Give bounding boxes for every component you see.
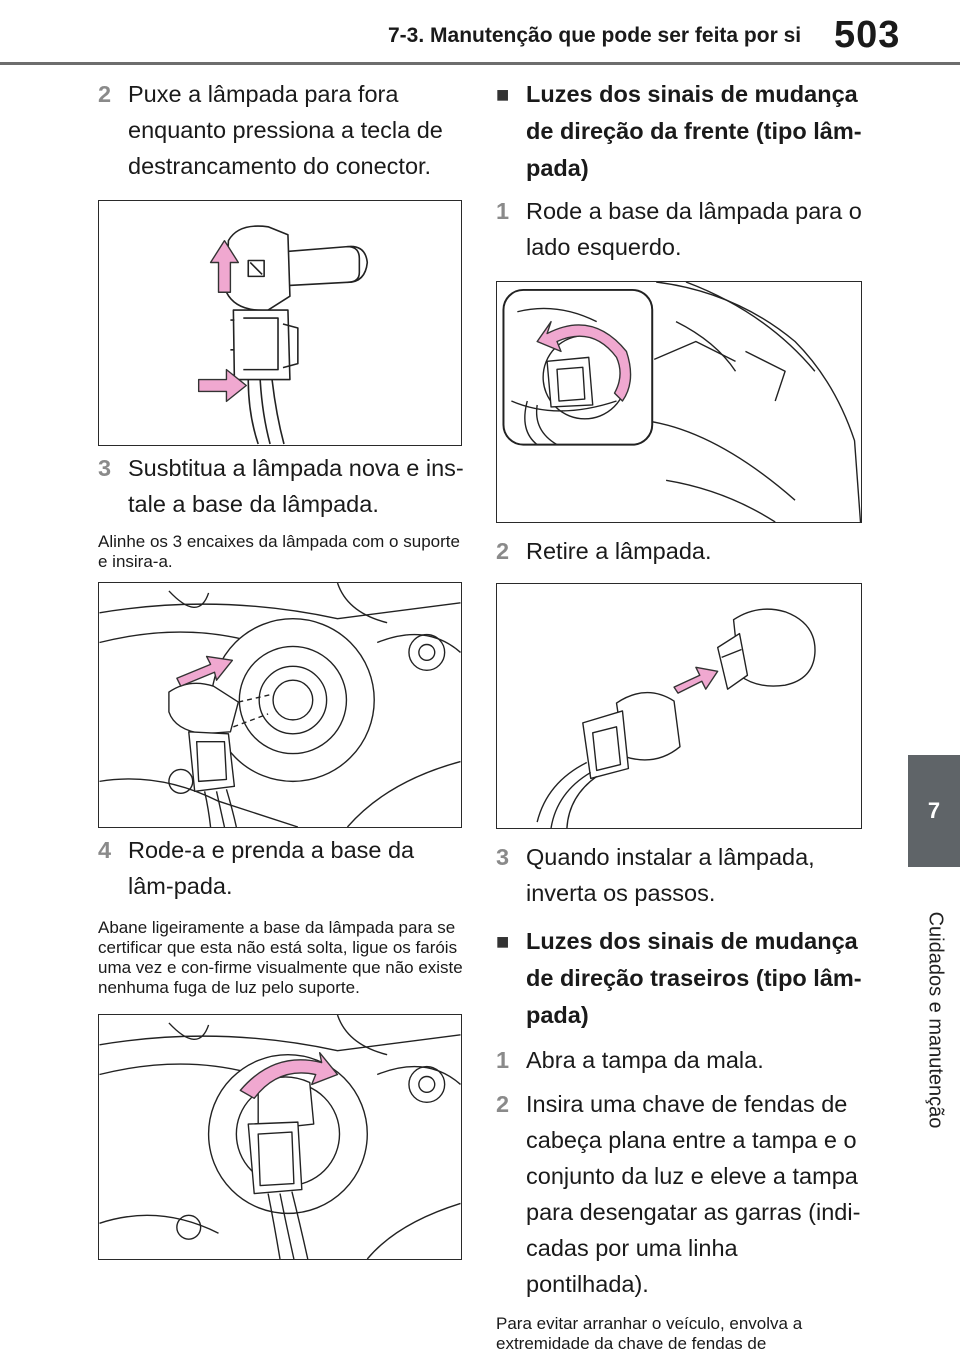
- section-bullet: ■: [496, 929, 510, 954]
- step-1-open-trunk: 1 Abra a tampa da mala.: [496, 1042, 866, 1078]
- step-text: Puxe a lâmpada para fora enquanto pressi…: [128, 81, 443, 179]
- section-bullet: ■: [496, 82, 510, 107]
- step-2-pull-bulb: 2 Puxe a lâmpada para fora enquanto pres…: [98, 76, 466, 184]
- step-2-insert-screwdriver: 2 Insira uma chave de fendas de cabeça p…: [496, 1086, 866, 1302]
- right-column: ■ Luzes dos sinais de mudança de direção…: [496, 72, 866, 1354]
- step-1-rotate-left: 1 Rode a base da lâmpada para o lado esq…: [496, 193, 866, 265]
- figure-install-bulb: [98, 582, 462, 828]
- step-number: 2: [496, 1091, 510, 1117]
- arrow-right-icon: [197, 368, 247, 403]
- step-text: Retire a lâmpada.: [526, 538, 712, 564]
- step-text: Rode a base da lâmpada para o lado esque…: [526, 198, 862, 260]
- arrow-up-icon: [209, 239, 240, 293]
- section-rear-turn-signals: ■ Luzes dos sinais de mudança de direção…: [496, 923, 866, 1034]
- section-heading: Luzes dos sinais de mudança de direção d…: [526, 81, 862, 181]
- step-text: Abra a tampa da mala.: [526, 1047, 764, 1073]
- step-number: 4: [98, 837, 112, 863]
- step-number: 3: [496, 844, 510, 870]
- figure-front-signal-socket: [496, 281, 862, 523]
- chapter-number: 7: [927, 798, 941, 823]
- arrow-right-icon: [176, 655, 234, 687]
- step-text: Rode-a e prenda a base da lâm-pada.: [128, 837, 415, 899]
- step-number: 2: [98, 81, 112, 107]
- arrow-right-icon: [673, 666, 719, 694]
- step-number: 1: [496, 198, 510, 224]
- section-front-turn-signals: ■ Luzes dos sinais de mudança de direção…: [496, 76, 866, 187]
- step-3-reverse-steps: 3 Quando instalar a lâmpada, inverta os …: [496, 839, 866, 911]
- header-divider: [0, 62, 960, 65]
- left-column: 2 Puxe a lâmpada para fora enquanto pres…: [98, 72, 466, 1260]
- figure-pull-bulb: [98, 200, 462, 446]
- chapter-label: Cuidados e manutenção: [900, 880, 960, 1160]
- chapter-tab[interactable]: 7: [908, 755, 960, 867]
- step-2-remove-bulb: 2 Retire a lâmpada.: [496, 533, 866, 569]
- section-heading: Luzes dos sinais de mudança de direção t…: [526, 928, 862, 1028]
- note-check-leak: Abane ligeiramente a base da lâmpada par…: [98, 918, 463, 997]
- figure-rotate-base: [98, 1014, 462, 1260]
- figure-remove-bulb: [496, 583, 862, 829]
- step-3-replace-bulb: 3 Susbtitua a lâmpada nova e ins-tale a …: [98, 450, 466, 522]
- section-title: 7-3. Manutenção que pode ser feita por s…: [388, 24, 802, 47]
- chapter-label-text: Cuidados e manutenção: [924, 911, 947, 1129]
- step-4-rotate-base: 4 Rode-a e prenda a base da lâm-pada.: [98, 832, 466, 904]
- step-number: 3: [98, 455, 112, 481]
- note-protect-vehicle: Para evitar arranhar o veículo, envolva …: [496, 1314, 803, 1353]
- page-number: 503: [834, 14, 901, 56]
- step-number: 1: [496, 1047, 510, 1073]
- step-number: 2: [496, 538, 510, 564]
- step-text: Quando instalar a lâmpada, inverta os pa…: [526, 844, 815, 906]
- step-text: Insira uma chave de fendas de cabeça pla…: [526, 1091, 861, 1297]
- note-align-tabs: Alinhe os 3 encaixes da lâmpada com o su…: [98, 532, 460, 571]
- rotate-arrow-icon: [536, 320, 632, 402]
- step-text: Susbtitua a lâmpada nova e ins-tale a ba…: [128, 455, 464, 517]
- rotate-arrow-icon: [239, 1051, 339, 1100]
